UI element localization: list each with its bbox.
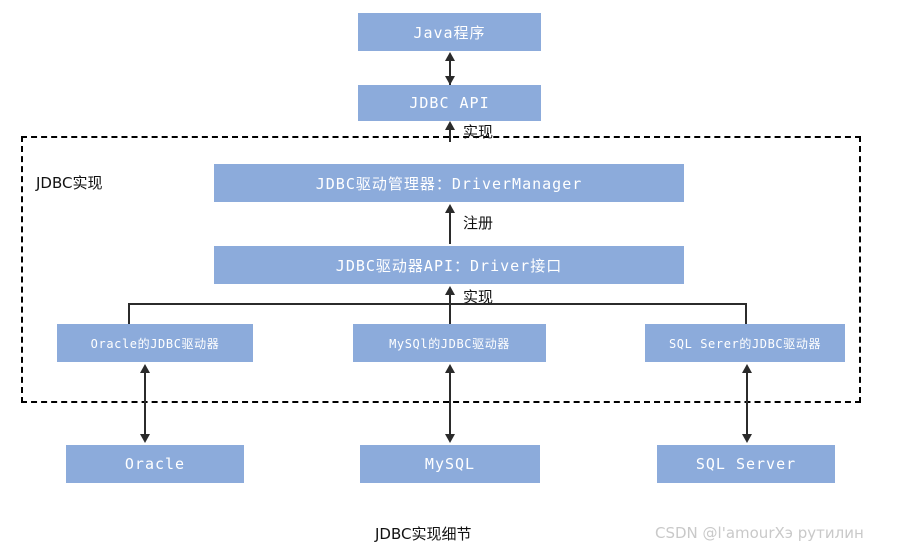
- connector-oracle-driver-to-db: [144, 373, 146, 435]
- arrowhead-up-icon: [445, 364, 455, 373]
- connector-region-to-jdbcapi: [449, 128, 451, 142]
- diagram-caption: JDBC实现细节: [375, 525, 472, 543]
- edge-label-implements-driver: 实现: [463, 288, 494, 306]
- arrowhead-down-icon: [445, 76, 455, 85]
- connector-bus-to-oracle-driver: [128, 303, 130, 324]
- node-mysql-database[interactable]: MySQL: [360, 445, 540, 483]
- arrowhead-up-icon: [445, 286, 455, 295]
- node-oracle-database[interactable]: Oracle: [66, 445, 244, 483]
- connector-mysql-driver-to-db: [449, 373, 451, 435]
- connector-sqlserver-driver-to-db: [746, 373, 748, 435]
- arrowhead-up-icon: [742, 364, 752, 373]
- jdbc-implementation-region: [21, 136, 861, 403]
- node-oracle-driver[interactable]: Oracle的JDBC驱动器: [57, 324, 253, 362]
- arrowhead-down-icon: [445, 434, 455, 443]
- node-jdbc-api[interactable]: JDBC API: [358, 85, 541, 121]
- arrowhead-down-icon: [140, 434, 150, 443]
- node-driver-manager[interactable]: JDBC驱动管理器：DriverManager: [214, 164, 684, 202]
- arrowhead-up-icon: [140, 364, 150, 373]
- jdbc-implementation-region-label: JDBC实现: [36, 174, 103, 192]
- arrowhead-up-icon: [445, 121, 455, 130]
- node-driver-api[interactable]: JDBC驱动器API：Driver接口: [214, 246, 684, 284]
- connector-bus-to-sqlserver-driver: [745, 303, 747, 324]
- node-java-application[interactable]: Java程序: [358, 13, 541, 51]
- arrowhead-down-icon: [742, 434, 752, 443]
- connector-driverapi-to-manager: [449, 212, 451, 244]
- connector-bus-to-driverapi: [449, 294, 451, 324]
- edge-label-implements-api: 实现: [463, 123, 494, 141]
- edge-label-register: 注册: [463, 214, 494, 232]
- csdn-watermark: CSDN @l'amourXэ рутилин: [655, 524, 864, 542]
- arrowhead-up-icon: [445, 52, 455, 61]
- node-sqlserver-driver[interactable]: SQL Serer的JDBC驱动器: [645, 324, 845, 362]
- connector-driver-bus: [128, 303, 746, 305]
- arrowhead-up-icon: [445, 204, 455, 213]
- connector-java-to-jdbcapi: [449, 60, 451, 86]
- node-sqlserver-database[interactable]: SQL Server: [657, 445, 835, 483]
- node-mysql-driver[interactable]: MySQl的JDBC驱动器: [353, 324, 546, 362]
